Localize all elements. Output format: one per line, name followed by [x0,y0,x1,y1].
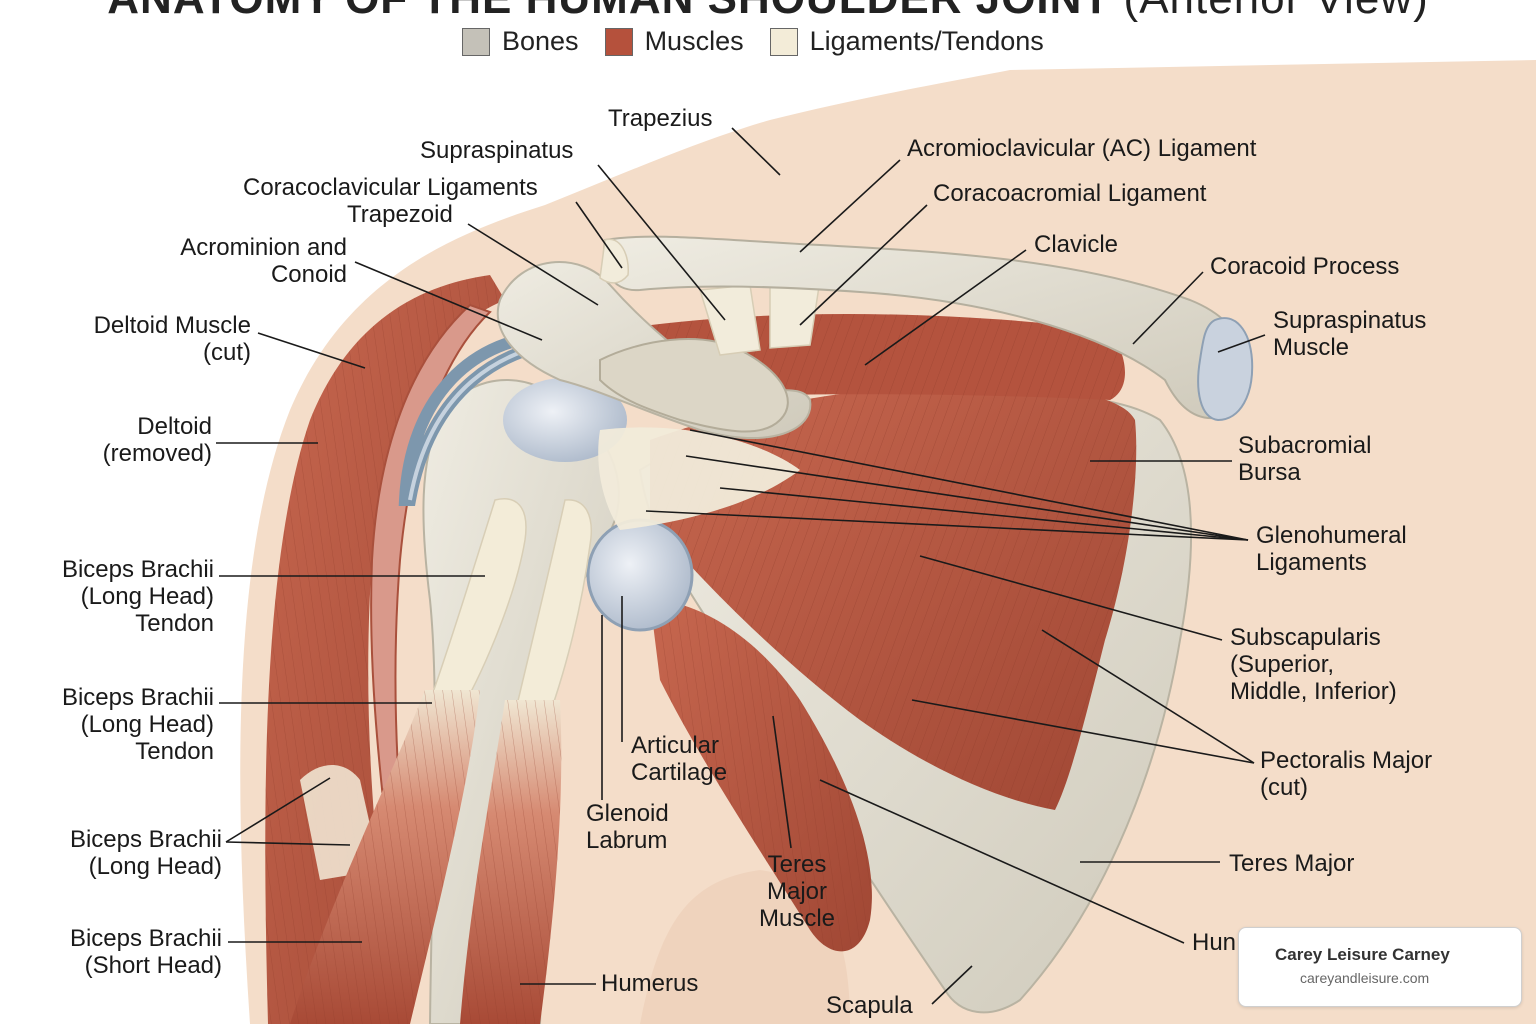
watermark-badge: Carey Leisure Carney careyandleisure.com [1238,927,1522,1007]
legend-label-bones: Bones [502,26,579,56]
label-acrominion-conoid: Acrominion and Conoid [180,234,347,288]
diagram-title: ANATOMY OF THE HUMAN SHOULDER JOINT (Ant… [0,0,1536,24]
biceps-long-head-fibers [290,690,480,1024]
label-coracoacromial: Coracoacromial Ligament [933,180,1207,207]
label-supraspinatus: Supraspinatus [420,137,574,164]
coracoid-bone [599,338,789,433]
legend-swatch-bones [462,27,490,56]
legend-swatch-muscles [604,27,633,56]
label-trapezius: Trapezius [608,105,713,132]
legend: Bones Muscles Ligaments/Tendons [462,26,1070,57]
title-sub: (Anterior View) [1124,0,1429,23]
label-clavicle: Clavicle [1034,231,1119,258]
glenoid-cartilage [586,518,694,632]
ac-joint-ligament [599,238,629,284]
legend-label-muscles: Muscles [644,26,744,56]
label-subscapularis: Subscapularis (Superior, Middle, Inferio… [1230,624,1397,705]
label-teres-major-muscle: Teres Major Muscle [758,851,836,932]
label-biceps-long-head: Biceps Brachii (Long Head) [69,826,222,880]
label-coracoclavicular: Coracoclavicular Ligaments [243,174,538,201]
label-biceps-long-tendon-2: Biceps Brachii (Long Head) Tendon [61,684,214,765]
glenohumeral-ligament-fan [598,427,800,530]
label-biceps-short-head: Biceps Brachii (Short Head) [69,925,222,979]
deltoid-cut-edge [370,303,492,861]
biceps-long-tendon [423,498,527,721]
clavicle-end-cap [1197,317,1254,422]
label-biceps-long-tendon-1: Biceps Brachii (Long Head) Tendon [61,556,214,637]
badge-name: Carey Leisure Carney [1275,945,1450,964]
label-coracoid-process: Coracoid Process [1210,253,1400,280]
label-articular-cartilage: Articular Cartilage [631,732,728,786]
badge-site: careyandleisure.com [1300,970,1430,986]
label-deltoid-removed: Deltoid (removed) [102,413,212,467]
label-supraspinatus-muscle: Supraspinatus Muscle [1273,307,1427,361]
title-main: ANATOMY OF THE HUMAN SHOULDER JOINT [107,0,1110,23]
label-trapezoid: Trapezoid [347,201,453,228]
label-subacromial-bursa: Subacromial Bursa [1238,432,1372,486]
label-ac-ligament: Acromioclavicular (AC) Ligament [907,135,1257,162]
label-glenohumeral: Glenohumeral Ligaments [1256,522,1407,576]
label-humerus-right: Hun [1192,929,1237,956]
label-pectoralis-major: Pectoralis Major (cut) [1260,747,1433,801]
label-humerus: Humerus [601,970,699,997]
legend-label-ligaments: Ligaments/Tendons [809,26,1044,56]
legend-swatch-ligaments [769,27,798,56]
subscapularis-fibers [650,384,1137,810]
teres-major-fibers [650,600,872,952]
legend-item-ligaments: Ligaments/Tendons [769,26,1044,57]
legend-item-bones: Bones [462,26,579,57]
label-scapula: Scapula [826,992,913,1019]
label-teres-major: Teres Major [1229,850,1355,877]
biceps-short-head-fibers [460,700,562,1024]
humeral-head-cartilage [503,378,627,462]
leader-lines [216,127,1266,1005]
label-glenoid-labrum: Glenoid Labrum [586,800,669,854]
label-deltoid-cut: Deltoid Muscle (cut) [93,312,251,366]
legend-item-muscles: Muscles [604,26,744,57]
